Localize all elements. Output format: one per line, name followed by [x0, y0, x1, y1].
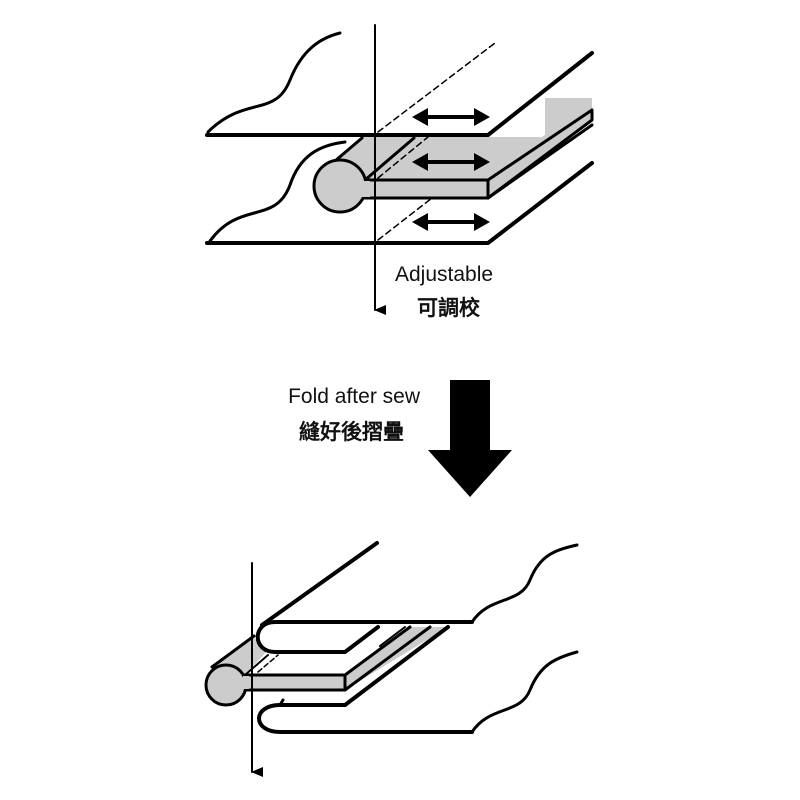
piping-cord — [204, 663, 248, 707]
double-arrow-icon — [412, 213, 490, 231]
adjustable-label: Adjustable — [395, 263, 494, 286]
tape-side — [486, 108, 594, 200]
tape-back — [470, 98, 592, 182]
tape-top — [365, 137, 545, 180]
top-fabric — [206, 31, 342, 134]
tape-front — [363, 178, 490, 200]
top-fabric — [260, 541, 379, 627]
piping-cord — [312, 158, 368, 214]
fold-after-sew-label: Fold after sew — [288, 385, 420, 408]
tape-front — [243, 673, 347, 692]
bottom-fabric — [343, 625, 450, 707]
bottom-diagram — [204, 541, 579, 777]
double-arrow-icon — [412, 108, 490, 126]
bottom-fabric — [208, 140, 347, 243]
top-diagram — [205, 24, 594, 315]
down-arrow-icon — [428, 380, 512, 497]
adjust-arrows — [412, 108, 490, 231]
dashed-guides — [377, 42, 496, 241]
double-arrow-icon — [412, 153, 490, 171]
fold-after-sew-label-zh: 縫好後摺疊 — [299, 420, 404, 444]
adjustable-label-zh: 可調校 — [417, 296, 480, 320]
